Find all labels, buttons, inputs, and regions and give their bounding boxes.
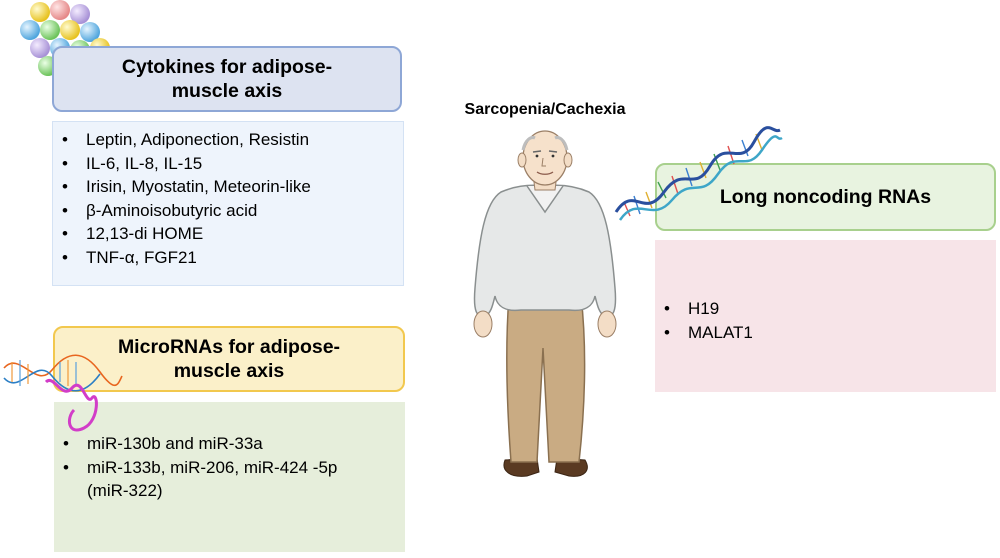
list-item: IL-6, IL-8, IL-15	[53, 152, 403, 176]
list-item: Leptin, Adiponection, Resistin	[53, 128, 403, 152]
list-item: miR-133b, miR-206, miR-424 -5p (miR-322)	[54, 456, 357, 503]
elderly-man-icon	[473, 130, 617, 477]
sarcopenia-label: Sarcopenia/Cachexia	[464, 101, 626, 118]
cytokines-list: Leptin, Adiponection, Resistin IL-6, IL-…	[52, 121, 404, 286]
list-item: β-Aminoisobutyric acid	[53, 199, 403, 223]
list-item: 12,13-di HOME	[53, 222, 403, 246]
micrornas-list: miR-130b and miR-33a miR-133b, miR-206, …	[54, 402, 405, 552]
micrornas-title: MicroRNAs for adipose-muscle axis	[53, 326, 405, 392]
cytokines-title: Cytokines for adipose-muscle axis	[52, 46, 402, 112]
dna-helix-icon	[614, 126, 783, 221]
lncrnas-title: Long noncoding RNAs	[655, 163, 996, 231]
cytokines-title-text: Cytokines for adipose-muscle axis	[121, 55, 333, 102]
rna-helix-icon	[3, 354, 123, 432]
list-item: TNF-α, FGF21	[53, 246, 403, 270]
lncrnas-list: H19 MALAT1	[655, 240, 996, 392]
micrornas-title-text: MicroRNAs for adipose-muscle axis	[117, 335, 341, 382]
list-item: Irisin, Myostatin, Meteorin-like	[53, 175, 403, 199]
list-item: miR-130b and miR-33a	[54, 432, 405, 456]
lncrnas-title-text: Long noncoding RNAs	[719, 185, 932, 208]
list-item: H19	[655, 297, 996, 321]
list-item: MALAT1	[655, 321, 996, 345]
